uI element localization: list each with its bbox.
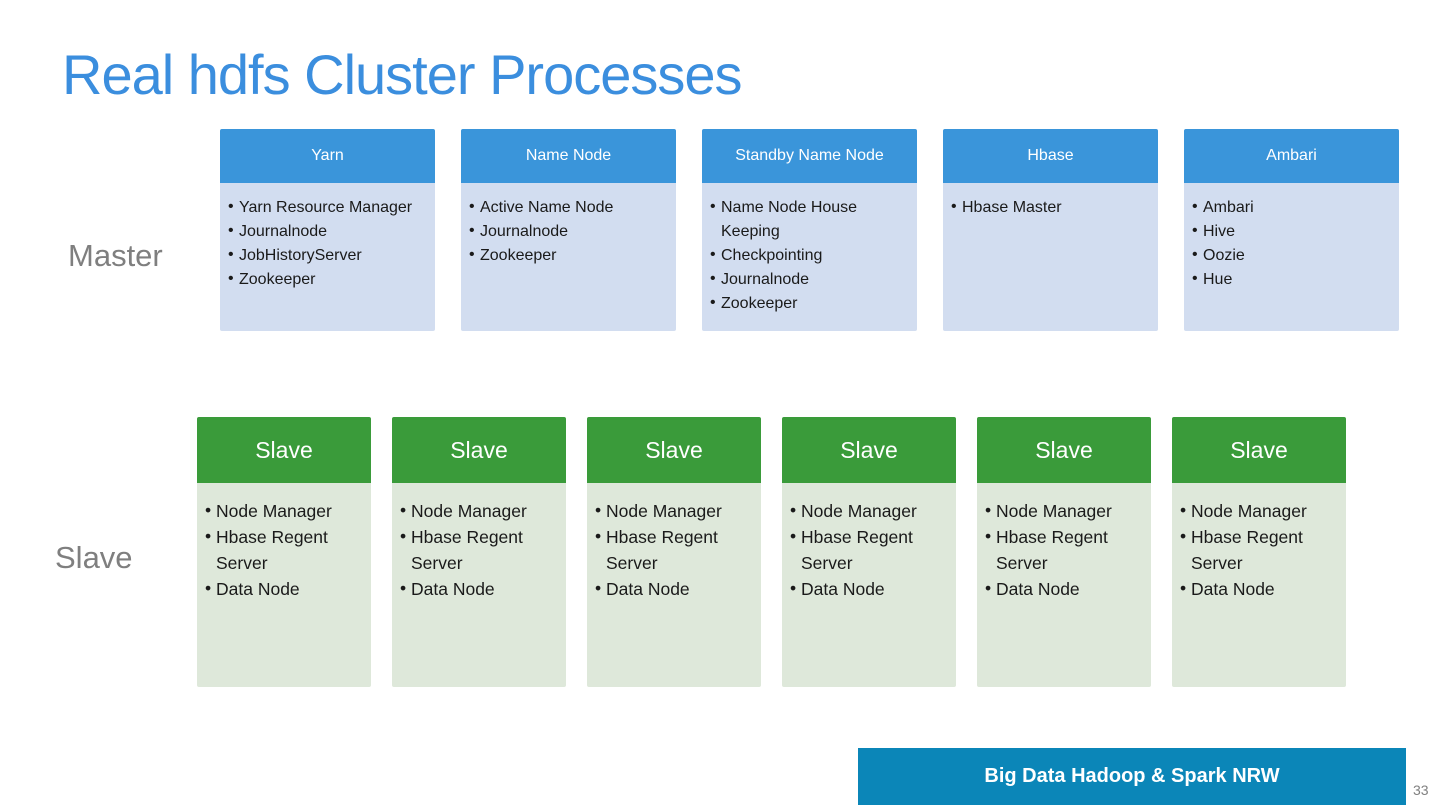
master-box-ambari: Ambari AmbariHiveOozieHue [1184, 129, 1399, 331]
process-item: Hbase Regent Server [1180, 523, 1341, 576]
process-item: Zookeeper [228, 267, 429, 292]
process-list: Yarn Resource ManagerJournalnodeJobHisto… [228, 195, 429, 292]
slave-box-body: Node ManagerHbase Regent ServerData Node [1172, 483, 1346, 687]
master-box-body: AmbariHiveOozieHue [1184, 183, 1399, 331]
slave-box-body: Node ManagerHbase Regent ServerData Node [587, 483, 761, 687]
process-item: Node Manager [790, 497, 951, 524]
process-list: AmbariHiveOozieHue [1192, 195, 1393, 292]
process-item: Checkpointing [710, 243, 911, 268]
process-item: Journalnode [710, 267, 911, 292]
process-item: Data Node [595, 575, 756, 602]
slave-box-3: Slave Node ManagerHbase Regent ServerDat… [587, 417, 761, 687]
process-item: Active Name Node [469, 195, 670, 220]
process-list: Hbase Master [951, 195, 1152, 220]
slave-box-1: Slave Node ManagerHbase Regent ServerDat… [197, 417, 371, 687]
master-box-header: Standby Name Node [702, 129, 917, 183]
process-item: Node Manager [400, 497, 561, 524]
master-box-body: Active Name NodeJournalnodeZookeeper [461, 183, 676, 331]
slave-box-6: Slave Node ManagerHbase Regent ServerDat… [1172, 417, 1346, 687]
master-box-header: Yarn [220, 129, 435, 183]
master-node-row: Yarn Yarn Resource ManagerJournalnodeJob… [220, 129, 1399, 331]
process-list: Node ManagerHbase Regent ServerData Node [205, 497, 366, 602]
master-box-header: Name Node [461, 129, 676, 183]
process-item: Data Node [205, 575, 366, 602]
slave-box-4: Slave Node ManagerHbase Regent ServerDat… [782, 417, 956, 687]
process-item: Node Manager [985, 497, 1146, 524]
process-item: Data Node [790, 575, 951, 602]
process-list: Node ManagerHbase Regent ServerData Node [400, 497, 561, 602]
process-item: Yarn Resource Manager [228, 195, 429, 220]
process-item: JobHistoryServer [228, 243, 429, 268]
process-item: Ambari [1192, 195, 1393, 220]
slave-box-header: Slave [977, 417, 1151, 483]
master-box-header: Hbase [943, 129, 1158, 183]
process-item: Name Node House Keeping [710, 195, 911, 244]
footer-banner: Big Data Hadoop & Spark NRW [858, 748, 1406, 805]
slave-box-header: Slave [197, 417, 371, 483]
process-list: Node ManagerHbase Regent ServerData Node [1180, 497, 1341, 602]
process-item: Data Node [1180, 575, 1341, 602]
process-item: Journalnode [469, 219, 670, 244]
process-item: Data Node [985, 575, 1146, 602]
master-row-label: Master [68, 238, 163, 273]
process-list: Name Node House KeepingCheckpointingJour… [710, 195, 911, 316]
process-item: Hbase Regent Server [205, 523, 366, 576]
master-box-hbase: Hbase Hbase Master [943, 129, 1158, 331]
process-list: Node ManagerHbase Regent ServerData Node [595, 497, 756, 602]
master-box-yarn: Yarn Yarn Resource ManagerJournalnodeJob… [220, 129, 435, 331]
master-box-body: Yarn Resource ManagerJournalnodeJobHisto… [220, 183, 435, 331]
process-item: Node Manager [205, 497, 366, 524]
slave-box-body: Node ManagerHbase Regent ServerData Node [782, 483, 956, 687]
process-item: Node Manager [1180, 497, 1341, 524]
slave-box-2: Slave Node ManagerHbase Regent ServerDat… [392, 417, 566, 687]
process-item: Hue [1192, 267, 1393, 292]
slave-box-5: Slave Node ManagerHbase Regent ServerDat… [977, 417, 1151, 687]
process-item: Hbase Regent Server [790, 523, 951, 576]
process-list: Active Name NodeJournalnodeZookeeper [469, 195, 670, 268]
process-item: Hbase Master [951, 195, 1152, 220]
slave-box-body: Node ManagerHbase Regent ServerData Node [197, 483, 371, 687]
process-item: Hbase Regent Server [400, 523, 561, 576]
page-number: 33 [1413, 782, 1429, 798]
process-list: Node ManagerHbase Regent ServerData Node [790, 497, 951, 602]
slave-box-body: Node ManagerHbase Regent ServerData Node [977, 483, 1151, 687]
slave-box-header: Slave [587, 417, 761, 483]
slave-box-header: Slave [1172, 417, 1346, 483]
master-box-header: Ambari [1184, 129, 1399, 183]
process-item: Hbase Regent Server [985, 523, 1146, 576]
page-title: Real hdfs Cluster Processes [62, 43, 743, 106]
process-item: Zookeeper [469, 243, 670, 268]
slave-node-row: Slave Node ManagerHbase Regent ServerDat… [197, 417, 1346, 687]
process-list: Node ManagerHbase Regent ServerData Node [985, 497, 1146, 602]
process-item: Hbase Regent Server [595, 523, 756, 576]
master-box-body: Name Node House KeepingCheckpointingJour… [702, 183, 917, 331]
process-item: Node Manager [595, 497, 756, 524]
slave-box-header: Slave [392, 417, 566, 483]
process-item: Zookeeper [710, 291, 911, 316]
master-box-standby-name-node: Standby Name Node Name Node House Keepin… [702, 129, 917, 331]
slave-row-label: Slave [55, 540, 133, 575]
slave-box-body: Node ManagerHbase Regent ServerData Node [392, 483, 566, 687]
slave-box-header: Slave [782, 417, 956, 483]
master-box-name-node: Name Node Active Name NodeJournalnodeZoo… [461, 129, 676, 331]
process-item: Journalnode [228, 219, 429, 244]
process-item: Data Node [400, 575, 561, 602]
process-item: Oozie [1192, 243, 1393, 268]
process-item: Hive [1192, 219, 1393, 244]
master-box-body: Hbase Master [943, 183, 1158, 331]
